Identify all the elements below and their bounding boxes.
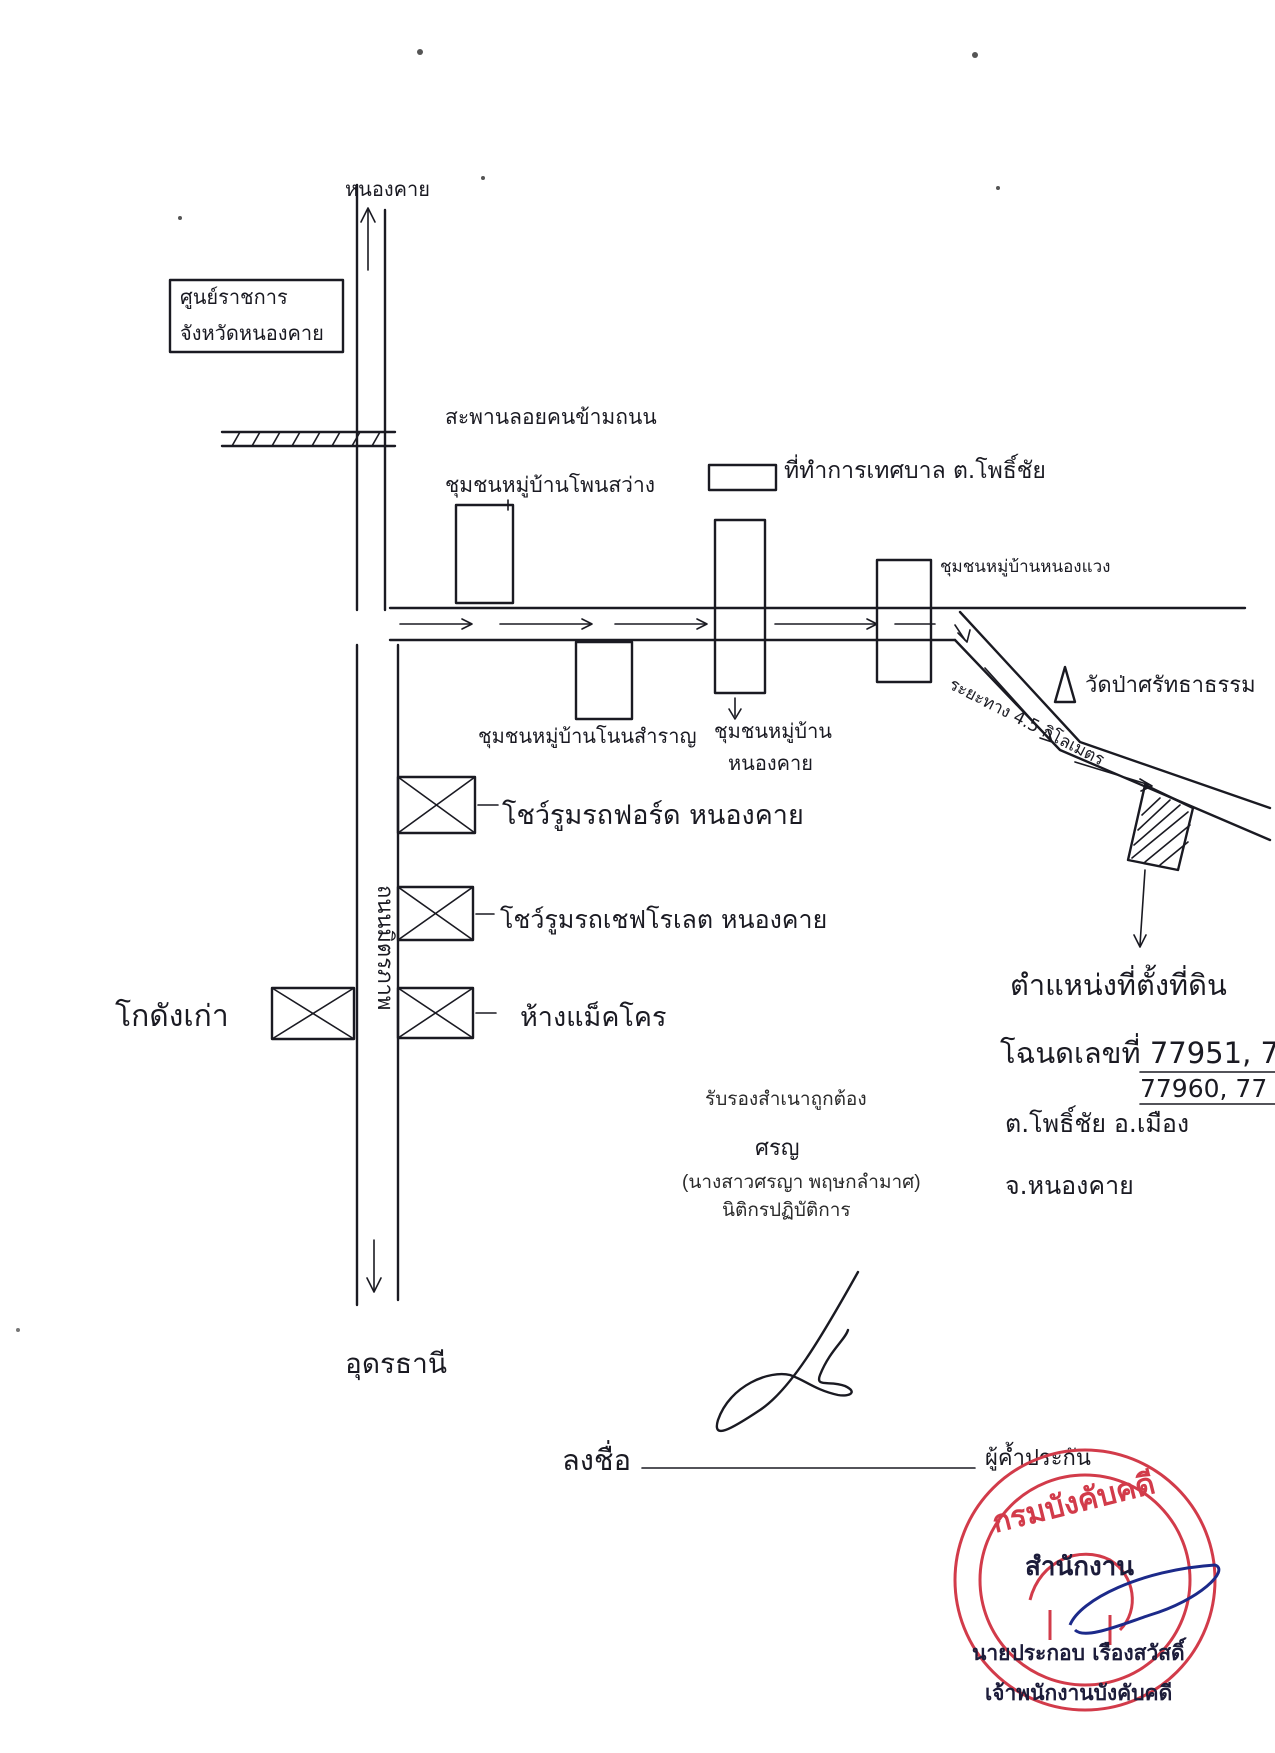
north-arrow-icon — [360, 207, 376, 271]
government-center-label-line2: จังหวัดหนองคาย — [180, 321, 324, 345]
guarantor-role-label: ผู้ค้ำประกัน — [985, 1442, 1091, 1471]
site-deed-line-1: โฉนดเลขที่ 77951, 770 — [1000, 1033, 1275, 1070]
main-road — [355, 183, 400, 1307]
showroom-2-label: โชว์รูมรถเชฟโรเลต หนองคาย — [500, 905, 827, 935]
municipal-office-label: ที่ทำการเทศบาล ต.โพธิ์ชัย — [784, 453, 1046, 484]
community-east-label: ชุมชนหมู่บ้านหนองแวง — [940, 557, 1110, 577]
land-site-block — [1126, 783, 1195, 948]
temple-label: วัดป่าศรัทธาธรรม — [1085, 673, 1256, 698]
south-arrow-icon — [366, 1239, 382, 1293]
certifier-position: นิติกรปฏิบัติการ — [722, 1200, 851, 1221]
east-west-road — [388, 606, 1272, 842]
store-label: ห้างแม็คโคร — [520, 999, 666, 1033]
store-marker — [396, 986, 497, 1040]
overpass-label: สะพานลอยคนข้ามถนน — [445, 405, 657, 429]
certified-copy-text: รับรองสำเนาถูกต้อง — [705, 1089, 867, 1110]
route-arrows — [399, 618, 1153, 792]
building-south-community — [574, 640, 634, 721]
west-landmark-label: โกดังเก่า — [115, 998, 229, 1034]
scan-specks — [16, 49, 1000, 1332]
community-central-label-line1: ชุมชนหมู่บ้าน — [714, 719, 832, 744]
main-road-label: ถนนมิตรภาพ — [372, 885, 397, 1010]
building-central — [713, 518, 767, 695]
site-deed-line-2: 77960, 77 — [1140, 1074, 1267, 1103]
showroom-1-label: โชว์รูมรถฟอร์ด หนองคาย — [502, 799, 804, 831]
officer-signature — [1068, 1563, 1221, 1635]
west-landmark-marker — [270, 986, 356, 1041]
stamp-officer-title: เจ้าพนักงานบังคับคดี — [985, 1681, 1172, 1705]
government-center-label-line1: ศูนย์ราชการ — [180, 285, 288, 310]
temple-triangle-icon — [1053, 665, 1077, 704]
showroom-1-marker — [396, 775, 499, 835]
government-center-box — [168, 278, 345, 354]
central-down-arrow-icon — [728, 697, 742, 720]
certifier-name: (นางสาวศรญา พฤษกลำมาศ) — [682, 1172, 921, 1193]
community-central-label-line2: หนองคาย — [728, 751, 813, 775]
north-destination-label: หนองคาย — [345, 177, 430, 201]
showroom-2-marker — [396, 885, 495, 942]
community-south-label: ชุมชนหมู่บ้านโนนสำราญ — [478, 724, 697, 749]
site-title: ตำแหน่งที่ตั้งที่ดิน — [1010, 964, 1227, 1002]
sign-label: ลงชื่อ — [562, 1440, 631, 1477]
building-east-community — [875, 558, 933, 684]
overpass-line — [220, 430, 397, 448]
community-north-label: ชุมชนหมู่บ้านโพนสว่าง — [445, 473, 655, 498]
building-municipal-office — [707, 463, 778, 492]
site-province-line: จ.หนองคาย — [1005, 1171, 1134, 1200]
certifier-initials: ศรญ — [755, 1136, 800, 1161]
building-north-community — [454, 499, 515, 605]
secondary-road-label: ระยะทาง 4.5 กิโลเมตร — [946, 674, 1108, 770]
guarantor-signature — [715, 1270, 860, 1432]
south-destination-label: อุดรธานี — [345, 1347, 447, 1381]
stamp-org-text: กรมบังคับคดี — [989, 1466, 1159, 1540]
stamp-office-text: สำนักงาน — [1025, 1552, 1134, 1582]
stamp-officer-name: นายประกอบ เรืองสวัสดิ์ — [972, 1637, 1187, 1665]
site-location-line: ต.โพธิ์ชัย อ.เมือง — [1005, 1105, 1189, 1138]
